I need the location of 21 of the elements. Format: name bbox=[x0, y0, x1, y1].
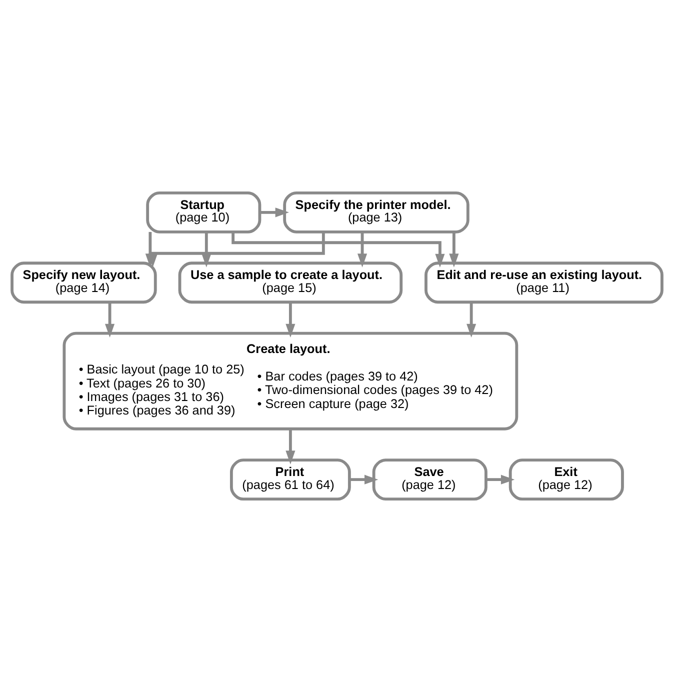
arrow bbox=[350, 474, 378, 484]
node-box: Startup (page 10) bbox=[146, 191, 262, 234]
node-box: Specify new layout. (page 14) bbox=[10, 262, 157, 304]
node-box: Edit and re-use an existing layout. (page 11) bbox=[424, 262, 664, 304]
arrow bbox=[449, 232, 459, 268]
node-box: Specify the printer model. (page 13) bbox=[283, 191, 470, 234]
arrow bbox=[486, 474, 515, 484]
arrow bbox=[286, 428, 296, 464]
arrow bbox=[232, 232, 445, 268]
node-box: Use a sample to create a layout. (page 15) bbox=[178, 262, 403, 304]
node-box: Exit (page 12) bbox=[508, 458, 624, 501]
arrow bbox=[260, 208, 289, 218]
arrow bbox=[148, 232, 325, 268]
node-box: Create layout. • Basic layout (page 10 to 25) • Text (pages 26 to 30) • Images (pages 31 to 36) • Figures (pages 36 and 39) • Bar codes (pages 39 to 42) • Two-dimensional codes (pages 39 to 42) • Screen capture (page 32) bbox=[62, 332, 518, 430]
arrow bbox=[466, 302, 476, 338]
node-box: Save (page 12) bbox=[372, 458, 488, 501]
arrow bbox=[202, 232, 212, 268]
arrow bbox=[286, 302, 296, 338]
node-box: Print (pages 61 to 64) bbox=[230, 458, 351, 501]
arrow bbox=[357, 232, 368, 268]
arrow bbox=[105, 302, 115, 338]
